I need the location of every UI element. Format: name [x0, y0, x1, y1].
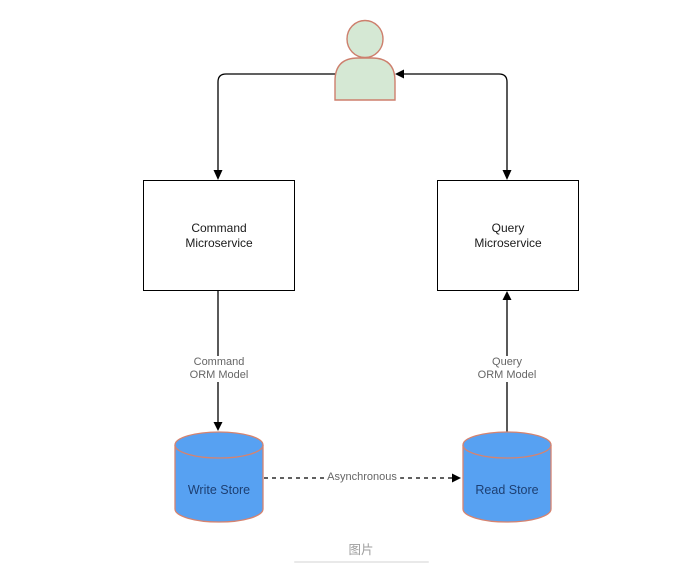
edge-query-to-user [404, 73, 508, 170]
read-store-label: Read Store [475, 483, 539, 497]
person-head [346, 19, 384, 59]
arrowhead-into-write-store [213, 422, 223, 431]
node-query-label-line1: Query [491, 220, 525, 235]
read-store-body [462, 445, 552, 523]
node-query-microservice: Query Microservice [437, 180, 579, 291]
person-icon [334, 19, 396, 101]
database-cylinder-icon-write [174, 431, 264, 523]
edge-label-asynchronous: Asynchronous [324, 471, 400, 484]
edge-label-command-orm-line1: Command [193, 356, 245, 368]
node-command-microservice: Command Microservice [143, 180, 295, 291]
database-cylinder-icon-read [462, 431, 552, 523]
write-store-body [174, 445, 264, 523]
node-query-label-line2: Microservice [474, 235, 542, 250]
node-command-label-line2: Microservice [185, 235, 253, 250]
image-caption: 图片 [348, 543, 374, 557]
bottom-divider-bar [294, 561, 429, 563]
edge-label-query-orm: Query ORM Model [474, 356, 540, 382]
node-command-label-line1: Command [191, 220, 247, 235]
write-store-top [174, 431, 264, 459]
arrowhead-into-query-top [502, 170, 512, 180]
read-store-top [462, 431, 552, 459]
arrowhead-into-command-top [213, 170, 223, 180]
arrowhead-into-user [395, 69, 404, 79]
edge-label-command-orm: Command ORM Model [186, 356, 252, 382]
edge-label-command-orm-line2: ORM Model [189, 369, 249, 381]
arrowhead-into-read-store [452, 473, 461, 483]
edge-label-query-orm-line1: Query [492, 356, 522, 368]
edge-user-to-command [217, 73, 335, 170]
edge-label-query-orm-line2: ORM Model [477, 369, 537, 381]
person-body [334, 57, 396, 101]
arrowhead-into-query-bottom [502, 291, 512, 300]
write-store-label: Write Store [187, 483, 251, 497]
